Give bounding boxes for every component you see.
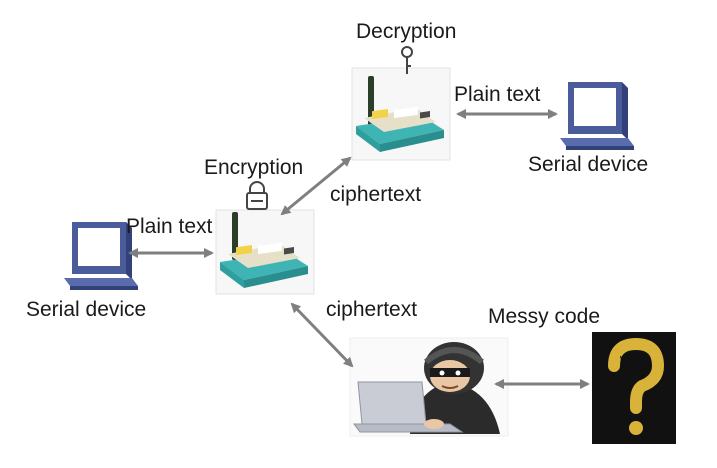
padlock-icon — [246, 181, 268, 210]
question-mark-poster-icon: WHAT — [592, 332, 676, 444]
plain-text-label-top: Plain text — [454, 83, 541, 106]
desktop-computer-icon — [64, 222, 138, 290]
decryption-label: Decryption — [356, 20, 457, 43]
serial-device-label-left: Serial device — [26, 298, 147, 321]
ciphertext-label-upper: ciphertext — [330, 183, 422, 206]
poster-word: WHAT — [620, 355, 644, 364]
messy-code-label: Messy code — [488, 305, 601, 328]
wireless-module-icon — [351, 67, 451, 161]
wireless-module-icon — [215, 209, 315, 295]
arrow-middle-module-to-hacker — [290, 302, 354, 368]
encryption-label: Encryption — [204, 156, 304, 179]
desktop-computer-icon — [560, 82, 634, 150]
hacker-icon — [349, 337, 509, 437]
key-icon — [401, 46, 413, 74]
arrow-middle-module-to-top-module — [280, 156, 352, 216]
plain-text-label-left: Plain text — [126, 215, 213, 238]
serial-device-label-right: Serial device — [528, 153, 649, 176]
ciphertext-label-lower: ciphertext — [326, 298, 418, 321]
